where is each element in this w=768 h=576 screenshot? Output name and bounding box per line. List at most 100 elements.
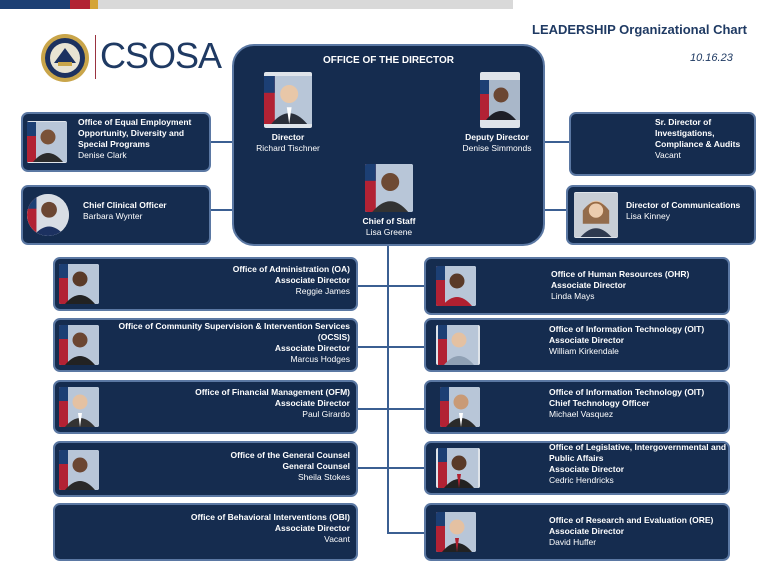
office-ogc-name: Sheila Stokes <box>298 472 350 482</box>
portrait-photo-icon <box>480 80 520 120</box>
office-olipa-text: Office of Legislative, Intergovernmental… <box>549 442 727 486</box>
connector-branch-2 <box>357 346 426 348</box>
office-oa-text: Office of Administration (OA) Associate … <box>110 264 350 297</box>
office-oit-cto-photo <box>440 387 480 427</box>
office-ore-box: Office of Research and Evaluation (ORE) … <box>424 503 730 561</box>
director-name: Richard Tischner <box>256 143 320 153</box>
office-obi-text: Office of Behavioral Interventions (OBI)… <box>90 512 350 545</box>
office-ofm-box: Office of Financial Management (OFM) Ass… <box>53 380 358 434</box>
office-olipa-box: Office of Legislative, Intergovernmental… <box>424 441 730 495</box>
office-obi-role: Associate Director <box>274 523 350 533</box>
connector-branch-1 <box>357 285 426 287</box>
office-obi-box: Office of Behavioral Interventions (OBI)… <box>53 503 358 561</box>
staff-eeo-box: Office of Equal Employment Opportunity, … <box>21 112 211 172</box>
office-oit-ad-name: William Kirkendale <box>549 346 619 356</box>
portrait-photo-icon <box>438 448 478 488</box>
top-stripe-red <box>70 0 90 9</box>
staff-clinical-text: Chief Clinical Officer Barbara Wynter <box>83 200 208 222</box>
director-label: Director Richard Tischner <box>244 132 332 154</box>
office-olipa-role: Associate Director <box>549 464 625 474</box>
csosa-seal-icon <box>41 34 89 82</box>
staff-clinical-box: Chief Clinical Officer Barbara Wynter <box>21 185 211 245</box>
staff-clinical-photo <box>27 194 69 236</box>
office-ohr-name: Linda Mays <box>551 291 595 301</box>
office-ogc-title: Office of the General Counsel <box>230 450 351 460</box>
director-office-box: OFFICE OF THE DIRECTOR Director Richard … <box>232 44 545 246</box>
office-olipa-name: Cedric Hendricks <box>549 475 614 485</box>
staff-communications-name: Lisa Kinney <box>626 211 670 221</box>
office-obi-title: Office of Behavioral Interventions (OBI) <box>190 512 350 522</box>
office-ocsis-title: Office of Community Supervision & Interv… <box>118 321 350 342</box>
director-role: Director <box>271 132 305 142</box>
staff-communications-box: Director of Communications Lisa Kinney <box>566 185 756 245</box>
portrait-photo-icon <box>436 512 476 552</box>
chief-of-staff-name: Lisa Greene <box>365 227 413 237</box>
office-oit-cto-box: Office of Information Technology (OIT) C… <box>424 380 730 434</box>
office-ore-name: David Huffer <box>549 537 597 547</box>
office-ogc-photo <box>59 450 99 490</box>
connector-branch-4 <box>357 467 426 469</box>
office-ocsis-box: Office of Community Supervision & Interv… <box>53 318 358 372</box>
connector-branch-3 <box>357 408 426 410</box>
connector-left-lower <box>210 209 234 211</box>
portrait-photo-icon <box>27 194 69 236</box>
office-ocsis-name: Marcus Hodges <box>290 354 350 364</box>
portrait-photo-icon <box>59 325 99 365</box>
connector-right-upper <box>544 141 570 143</box>
chief-of-staff-label: Chief of Staff Lisa Greene <box>334 216 444 238</box>
office-ohr-photo <box>436 266 476 306</box>
office-ohr-box: Office of Human Resources (OHR) Associat… <box>424 257 730 315</box>
office-oa-role: Associate Director <box>274 275 350 285</box>
office-oit-ad-box: Office of Information Technology (OIT) A… <box>424 318 730 372</box>
office-oa-box: Office of Administration (OA) Associate … <box>53 257 358 311</box>
office-olipa-photo <box>436 448 480 488</box>
portrait-photo-icon <box>574 193 618 237</box>
portrait-photo-icon <box>59 264 99 304</box>
office-ogc-box: Office of the General Counsel General Co… <box>53 441 358 497</box>
portrait-photo-icon <box>438 325 478 365</box>
staff-investigations-text: Sr. Director of Investigations, Complian… <box>655 117 753 161</box>
deputy-role: Deputy Director <box>465 132 529 142</box>
office-ore-title: Office of Research and Evaluation (ORE) … <box>549 515 714 536</box>
office-ocsis-photo <box>59 325 99 365</box>
office-oa-title: Office of Administration (OA) <box>232 264 350 274</box>
office-oit-ad-title: Office of Information Technology (OIT) A… <box>549 324 705 345</box>
office-oa-name: Reggie James <box>295 286 350 296</box>
connector-trunk <box>387 244 389 534</box>
office-ofm-title: Office of Financial Management (OFM) <box>195 387 350 397</box>
connector-branch-5 <box>389 532 426 534</box>
office-ocsis-role: Associate Director <box>274 343 350 353</box>
office-ohr-role: Associate Director <box>551 280 627 290</box>
office-oit-cto-text: Office of Information Technology (OIT) C… <box>549 387 727 420</box>
office-oit-cto-name: Michael Vasquez <box>549 409 614 419</box>
office-ore-text: Office of Research and Evaluation (ORE) … <box>549 515 727 548</box>
portrait-photo-icon <box>59 387 99 427</box>
portrait-photo-icon <box>264 76 312 124</box>
portrait-photo-icon <box>27 122 67 162</box>
office-ofm-text: Office of Financial Management (OFM) Ass… <box>110 387 350 420</box>
staff-communications-text: Director of Communications Lisa Kinney <box>626 200 754 222</box>
top-stripe-gold <box>90 0 98 9</box>
director-office-heading: OFFICE OF THE DIRECTOR <box>323 55 454 66</box>
deputy-label: Deputy Director Denise Simmonds <box>448 132 546 154</box>
office-ofm-name: Paul Girardo <box>302 409 350 419</box>
office-obi-name: Vacant <box>324 534 350 544</box>
office-ocsis-text: Office of Community Supervision & Interv… <box>110 321 350 365</box>
office-ore-photo <box>436 512 476 552</box>
staff-investigations-box: Sr. Director of Investigations, Complian… <box>569 112 756 176</box>
staff-eeo-title: Office of Equal Employment Opportunity, … <box>78 117 192 149</box>
portrait-photo-icon <box>436 266 476 306</box>
chief-of-staff-photo <box>365 164 413 212</box>
staff-clinical-title: Chief Clinical Officer <box>83 200 167 210</box>
portrait-photo-icon <box>440 387 480 427</box>
staff-eeo-text: Office of Equal Employment Opportunity, … <box>78 117 206 161</box>
staff-investigations-name: Vacant <box>655 150 681 160</box>
portrait-photo-icon <box>365 164 413 212</box>
deputy-photo <box>480 72 520 128</box>
director-photo <box>264 72 312 128</box>
staff-eeo-photo <box>27 121 67 163</box>
office-ogc-role: General Counsel <box>282 461 350 471</box>
deputy-name: Denise Simmonds <box>462 143 532 153</box>
portrait-photo-icon <box>59 450 99 490</box>
office-ohr-text: Office of Human Resources (OHR) Associat… <box>551 269 726 302</box>
